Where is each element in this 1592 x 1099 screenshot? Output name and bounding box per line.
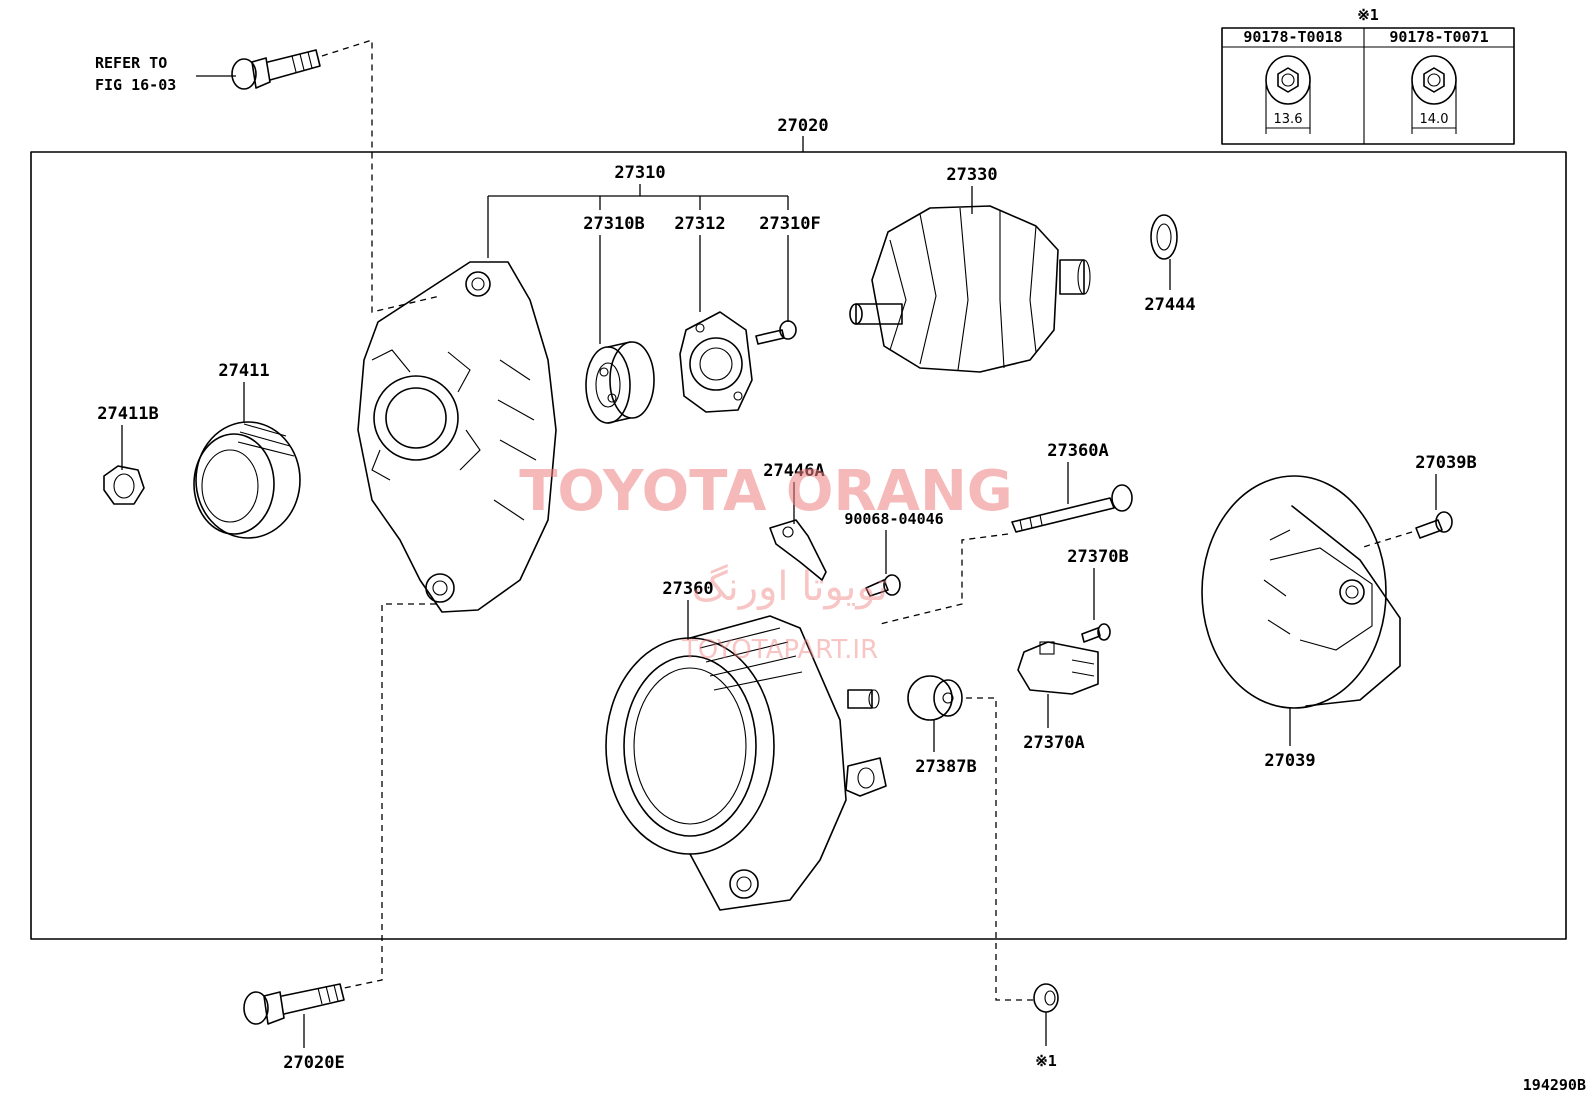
label-27310f: 27310F	[759, 214, 820, 234]
nut-icon	[1411, 55, 1457, 134]
nut-icon	[1033, 983, 1059, 1013]
rectifier-end-frame	[605, 615, 887, 911]
label-27330: 27330	[946, 165, 997, 185]
label-90068-04046: 90068-04046	[844, 510, 943, 528]
label-27446a: 27446A	[763, 461, 824, 481]
label-27020: 27020	[777, 116, 828, 136]
label-27387b: 27387B	[915, 757, 976, 777]
washer-icon	[1150, 214, 1178, 260]
inset-dim-2: 14.0	[1420, 112, 1449, 127]
rotor-assembly	[849, 205, 1091, 373]
rear-end-cover	[1201, 475, 1401, 709]
screw-icon	[755, 320, 797, 345]
watermark-title: TOYOTA ORANG	[519, 459, 1013, 524]
nut-icon	[103, 465, 145, 505]
mark-bottom: ※1	[1035, 1052, 1057, 1070]
through-bolt	[1011, 484, 1133, 533]
label-27020e: 27020E	[283, 1053, 344, 1073]
bolt-icon	[243, 983, 345, 1025]
nut-icon	[1265, 55, 1311, 134]
label-27411b: 27411B	[97, 404, 158, 424]
screw-icon	[1415, 511, 1453, 539]
label-27039b: 27039B	[1415, 453, 1476, 473]
inset-mark: ※1	[1357, 6, 1379, 24]
insulator-icon	[907, 675, 963, 721]
label-27370b: 27370B	[1067, 547, 1128, 567]
watermark-site: TOYOTAPART.IR	[681, 635, 878, 665]
figure-id: 194290B	[1523, 1076, 1586, 1094]
inset-col-2: 90178-T0071	[1389, 28, 1488, 46]
screw-icon	[1081, 623, 1111, 643]
label-27444: 27444	[1144, 295, 1195, 315]
watermark-persian: تویوتا اورنگ	[692, 564, 888, 610]
terminal-bracket	[769, 519, 827, 581]
inset-col-1: 90178-T0018	[1243, 28, 1342, 46]
bolt-icon	[231, 49, 321, 90]
refer-note-line2: FIG 16-03	[95, 76, 176, 94]
refer-note-line1: REFER TO	[95, 54, 167, 72]
label-27370a: 27370A	[1023, 733, 1084, 753]
brush-holder	[1017, 641, 1099, 695]
label-27312: 27312	[674, 214, 725, 234]
drive-end-frame	[357, 261, 557, 613]
inset-dim-1: 13.6	[1274, 112, 1303, 127]
label-27310b: 27310B	[583, 214, 644, 234]
label-27360a: 27360A	[1047, 441, 1108, 461]
label-27310: 27310	[614, 163, 665, 183]
pulley	[193, 421, 301, 539]
label-27360: 27360	[662, 579, 713, 599]
retainer-plate	[679, 311, 753, 413]
label-27411: 27411	[218, 361, 269, 381]
label-27039: 27039	[1264, 751, 1315, 771]
screw-icon	[865, 574, 901, 597]
bearing-icon	[585, 341, 655, 424]
assembly-frame	[30, 151, 1567, 940]
inset-table: ※1 90178-T0018 90178-T0071 13.6 14.0	[1221, 6, 1515, 145]
